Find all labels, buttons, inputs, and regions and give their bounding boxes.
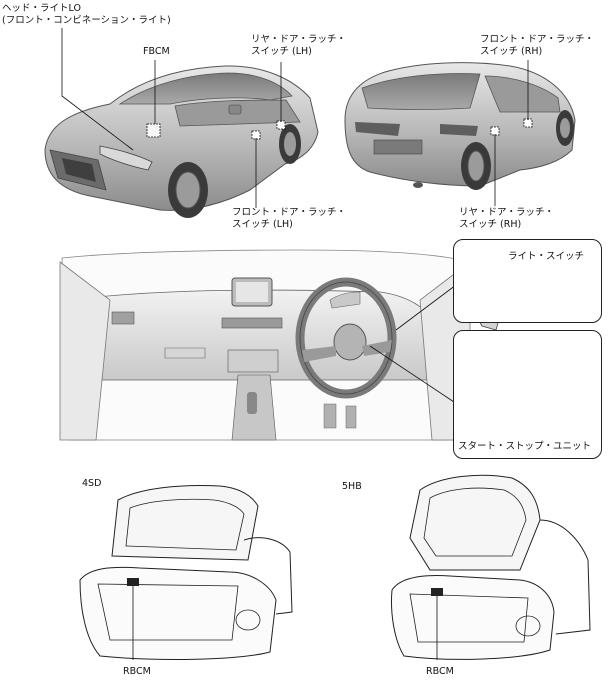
variant-4sd-label: 4SD [82, 478, 101, 490]
sedan-trunk-illustration [80, 486, 292, 660]
start-stop-unit-inset [453, 330, 602, 459]
dashboard-illustration [60, 250, 470, 440]
start-stop-unit-label: スタート・ストップ・ユニット [458, 441, 591, 453]
rbcm-4sd-label: RBCM [123, 666, 151, 678]
sedan-front-illustration [45, 66, 318, 218]
rear-door-latch-switch-lh-label: リヤ・ドア・ラッチ・ スイッチ (LH) [251, 34, 346, 58]
light-switch-label: ライト・スイッチ [508, 251, 584, 263]
rear-door-latch-switch-rh-label: リヤ・ドア・ラッチ・ スイッチ (RH) [459, 207, 554, 231]
front-door-latch-switch-lh-label: フロント・ドア・ラッチ・ スイッチ (LH) [232, 207, 346, 231]
variant-5hb-label: 5HB [342, 481, 362, 493]
hatchback-trunk-illustration [392, 475, 591, 659]
hatchback-rear-illustration [345, 63, 575, 190]
headlight-lo-label: ヘッド・ライトLO (フロント・コンビネーション・ライト) [2, 3, 171, 27]
rbcm-5hb-label: RBCM [426, 666, 454, 678]
front-door-latch-switch-rh-label: フロント・ドア・ラッチ・ スイッチ (RH) [480, 34, 594, 58]
fbcm-label: FBCM [143, 46, 170, 58]
